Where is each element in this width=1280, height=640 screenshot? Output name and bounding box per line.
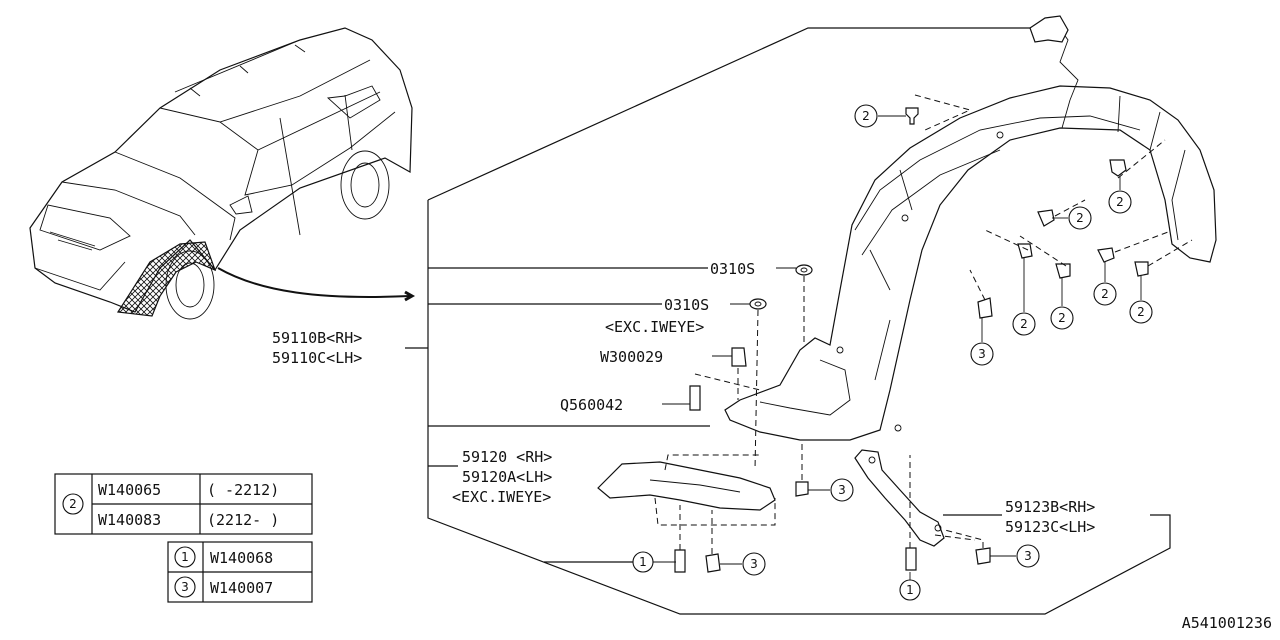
svg-text:1: 1: [906, 583, 914, 597]
label-q560042: Q560042: [560, 396, 623, 414]
assembly-frame: [427, 27, 1171, 615]
label-59123c-lh: 59123C<LH>: [1005, 518, 1095, 536]
callout-2-g: 2: [1050, 306, 1074, 330]
legend-callout-2: 2: [69, 497, 77, 511]
label-exc-iweye-a: <EXC.IWEYE>: [605, 318, 704, 336]
legend-table-1-3: 1 3 W140068 W140007: [167, 541, 313, 603]
label-0310s-a: 0310S: [710, 260, 755, 278]
legend-w140007: W140007: [210, 579, 273, 597]
svg-text:1: 1: [639, 555, 647, 569]
callout-2-d: 2: [1093, 282, 1117, 306]
label-w300029: W300029: [600, 348, 663, 366]
callout-2-f: 2: [1012, 312, 1036, 336]
lower-cover: [597, 454, 776, 526]
callout-1-b: 1: [899, 579, 921, 601]
legend-table-2: 2 W140065 ( -2212) W140083 (2212- ): [54, 473, 313, 535]
liner-location-highlight: [116, 241, 217, 317]
label-59110c-lh: 59110C<LH>: [272, 349, 362, 367]
callout-1-a: 1: [632, 551, 654, 573]
legend-w140068: W140068: [210, 549, 273, 567]
label-exc-iweye-b: <EXC.IWEYE>: [452, 488, 551, 506]
leader-lines: [652, 115, 1142, 580]
bracket: [854, 449, 945, 547]
callout-2-e: 2: [1129, 300, 1153, 324]
vehicle-illustration: [29, 27, 413, 320]
callout-2-c: 2: [1068, 206, 1092, 230]
legend-range-2: (2212- ): [207, 511, 279, 529]
svg-text:2: 2: [1101, 287, 1109, 301]
legend-range-1: ( -2212): [207, 481, 279, 499]
callout-3-c: 3: [742, 552, 766, 576]
svg-text:2: 2: [1137, 305, 1145, 319]
legend-callout-1: 1: [181, 550, 189, 564]
callout-3-a: 3: [970, 342, 994, 366]
label-59110b-rh: 59110B<RH>: [272, 329, 362, 347]
svg-text:2: 2: [1020, 317, 1028, 331]
label-59120-rh: 59120 <RH>: [462, 448, 552, 466]
dashed-leaders: [679, 94, 1193, 554]
svg-text:2: 2: [1116, 195, 1124, 209]
fasteners: [674, 107, 1149, 573]
pointer-curve: [217, 267, 411, 298]
legend-callout-3: 3: [181, 580, 189, 594]
label-0310s-b: 0310S: [664, 296, 709, 314]
callout-3-b: 3: [830, 478, 854, 502]
wheel-liner: [724, 15, 1217, 441]
callout-3-d: 3: [1016, 544, 1040, 568]
svg-text:3: 3: [978, 347, 986, 361]
diagram-id: A541001236: [1182, 614, 1272, 632]
svg-text:2: 2: [1058, 311, 1066, 325]
legend-w140065: W140065: [98, 481, 161, 499]
svg-text:3: 3: [838, 483, 846, 497]
label-59123b-rh: 59123B<RH>: [1005, 498, 1095, 516]
legend-w140083: W140083: [98, 511, 161, 529]
callout-2-a: 2: [854, 104, 878, 128]
label-59120a-lh: 59120A<LH>: [462, 468, 552, 486]
callout-2-b: 2: [1108, 190, 1132, 214]
svg-text:2: 2: [862, 109, 870, 123]
svg-text:2: 2: [1076, 211, 1084, 225]
svg-text:3: 3: [1024, 549, 1032, 563]
svg-text:3: 3: [750, 557, 758, 571]
